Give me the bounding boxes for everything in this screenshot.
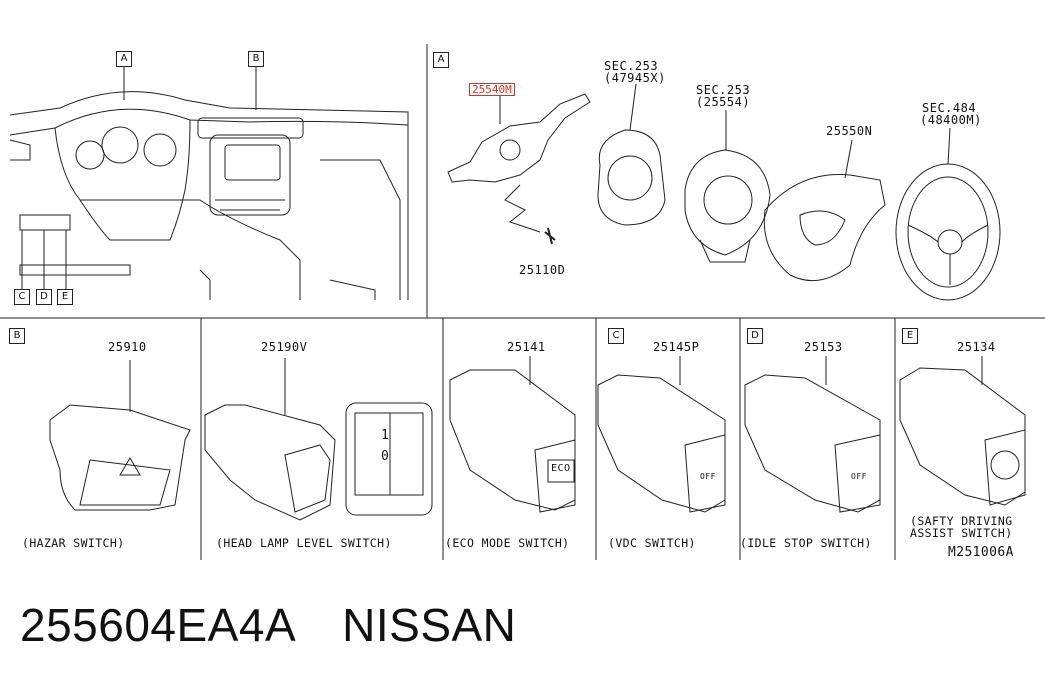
part-label-sensor-num: (25554) — [696, 95, 751, 109]
part-label-headlamp: 25190V — [261, 340, 308, 354]
section-a-box: A — [433, 52, 449, 68]
caption-idle: (IDLE STOP SWITCH) — [740, 536, 872, 550]
caption-headlamp: (HEAD LAMP LEVEL SWITCH) — [216, 536, 392, 550]
part-label-highlighted[interactable]: 25540M — [469, 83, 515, 96]
part-label-wheel-sec: SEC.484 — [922, 101, 977, 115]
part-label-wheel-num: (48400M) — [920, 113, 982, 127]
safety-assist-switch-drawing — [899, 356, 1026, 506]
panel-b-box: B — [9, 328, 25, 344]
spiral-cable-drawing — [597, 83, 666, 226]
vdc-face-text: OFF — [700, 472, 716, 481]
steering-wheel-switch-drawing — [763, 139, 886, 282]
idle-face-text: OFF — [851, 472, 867, 481]
footer-part-number: 255604EA4A — [20, 599, 297, 651]
caption-hazard: (HAZAR SWITCH) — [22, 536, 125, 550]
caption-eco: (ECO MODE SWITCH) — [445, 536, 570, 550]
part-label-eco: 25141 — [507, 340, 546, 354]
part-label-sensor-sec: SEC.253 — [696, 83, 751, 97]
idle-stop-switch-drawing — [744, 356, 881, 513]
steering-wheel-drawing — [895, 127, 1001, 301]
vdc-switch-drawing — [597, 356, 726, 513]
part-label-wheel-switch: 25550N — [826, 124, 873, 138]
part-label-idle: 25153 — [804, 340, 843, 354]
hazard-switch-drawing — [49, 360, 191, 511]
level-face-0: 0 — [381, 449, 390, 464]
steering-angle-sensor-drawing — [684, 110, 771, 263]
caption-safety-line2: ASSIST SWITCH) — [910, 526, 1013, 540]
dashboard-illustration — [9, 66, 409, 300]
footer-brand: NISSAN — [342, 599, 517, 651]
callout-box-a: A — [116, 51, 132, 67]
eco-face-text: ECO — [551, 463, 571, 474]
part-label-spiral-num: (47945X) — [604, 71, 666, 85]
combination-switch-drawing — [447, 93, 591, 245]
callout-box-e: E — [57, 289, 73, 305]
callout-box-d: D — [36, 289, 52, 305]
caption-safety-line1: (SAFTY DRIVING — [910, 514, 1013, 528]
part-label-hazard: 25910 — [108, 340, 147, 354]
level-face-1: 1 — [381, 428, 390, 443]
diagram-code: M251006A — [948, 545, 1014, 560]
footer-title: 255604EA4A NISSAN — [20, 598, 516, 652]
part-label-safety: 25134 — [957, 340, 996, 354]
panel-d-box: D — [747, 328, 763, 344]
part-label-screw: 25110D — [519, 263, 566, 277]
panel-e-box: E — [902, 328, 918, 344]
headlamp-level-switch-drawing — [204, 358, 433, 521]
callout-box-b: B — [248, 51, 264, 67]
eco-switch-drawing — [449, 356, 576, 513]
callout-box-c: C — [14, 289, 30, 305]
part-label-vdc: 25145P — [653, 340, 700, 354]
part-label-spiral-sec: SEC.253 — [604, 59, 659, 73]
panel-c-box: C — [608, 328, 624, 344]
caption-vdc: (VDC SWITCH) — [608, 536, 696, 550]
